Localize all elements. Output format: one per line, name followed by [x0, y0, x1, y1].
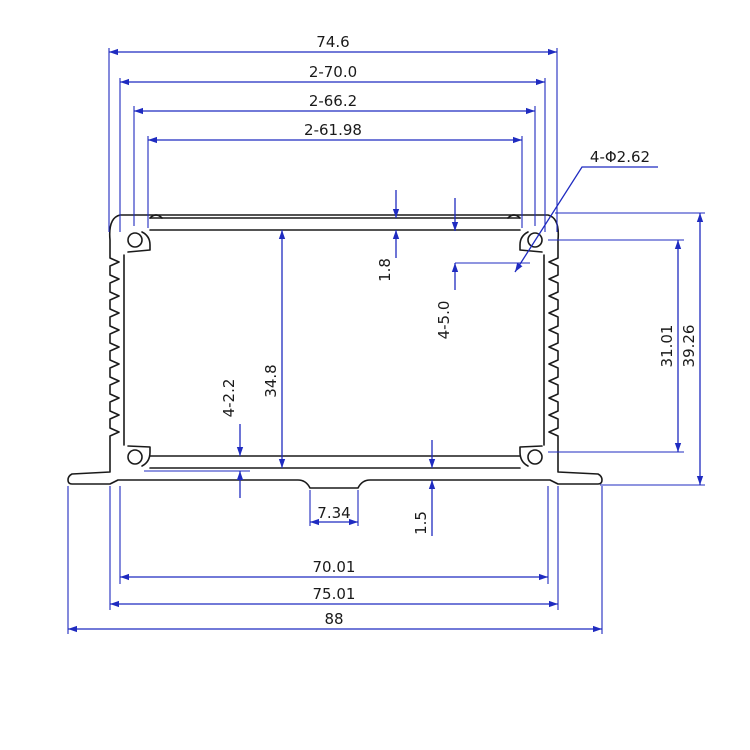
label-61-98: 2-61.98 — [304, 121, 362, 139]
label-39-26: 39.26 — [680, 325, 698, 368]
screw-hole-top-left — [127, 232, 143, 248]
dimension-labels: 74.6 2-70.0 2-66.2 2-61.98 4-Φ2.62 1.8 4… — [220, 33, 698, 628]
top-lip-left — [149, 214, 163, 219]
label-2-2: 4-2.2 — [220, 379, 238, 418]
label-34-8: 34.8 — [262, 364, 280, 397]
label-70-0: 2-70.0 — [309, 63, 357, 81]
label-holes: 4-Φ2.62 — [590, 148, 650, 166]
screw-hole-top-right — [527, 232, 543, 248]
dimension-lines — [68, 48, 704, 633]
top-lip-right — [507, 214, 521, 219]
slot-hook-top-right — [519, 231, 543, 253]
label-1-8: 1.8 — [376, 258, 394, 282]
label-74-6: 74.6 — [316, 33, 349, 51]
slot-hook-bottom-left — [127, 445, 151, 467]
label-31-01: 31.01 — [658, 325, 676, 368]
screw-hole-bottom-right — [527, 449, 543, 465]
label-70-01: 70.01 — [313, 558, 356, 576]
extension-lines — [67, 48, 705, 634]
slot-hook-bottom-right — [519, 445, 543, 467]
screw-hole-bottom-left — [127, 449, 143, 465]
label-1-5: 1.5 — [412, 511, 430, 535]
label-75-01: 75.01 — [313, 585, 356, 603]
hole-leader — [514, 166, 658, 273]
enclosure-profile — [67, 214, 603, 489]
label-7-34: 7.34 — [317, 504, 350, 522]
outer-outline — [67, 214, 603, 489]
label-66-2: 2-66.2 — [309, 92, 357, 110]
label-5-0: 4-5.0 — [435, 301, 453, 340]
label-88: 88 — [324, 610, 343, 628]
slot-hook-top-left — [127, 231, 151, 253]
